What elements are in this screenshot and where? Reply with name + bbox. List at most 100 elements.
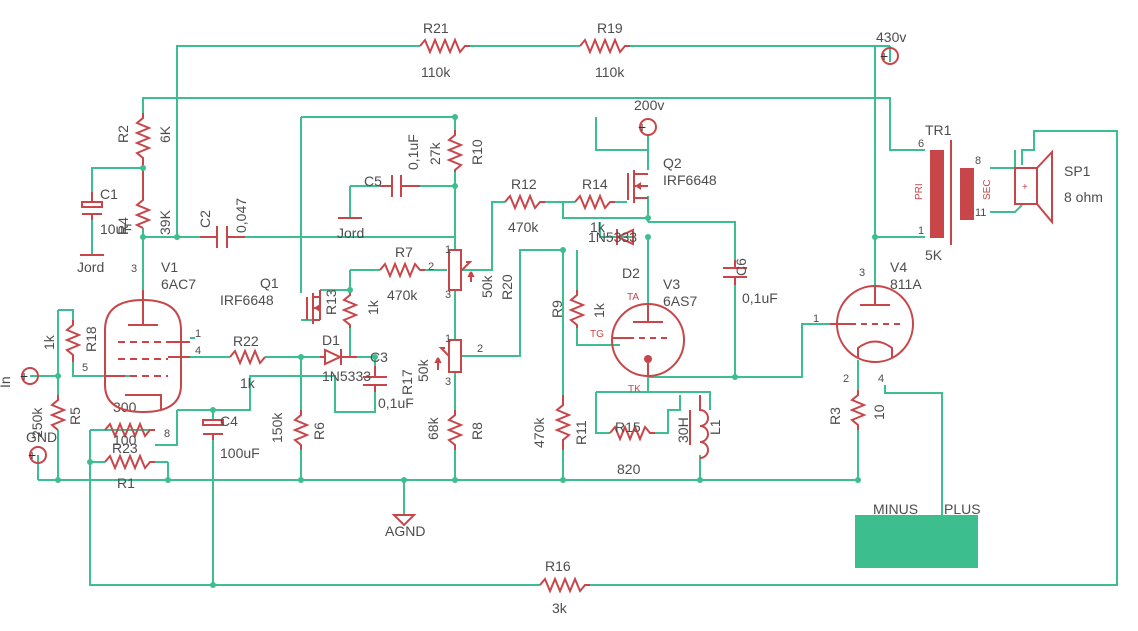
resistor-r11 [554, 395, 572, 450]
r14-name: R14 [582, 176, 608, 192]
resistor-r10 [446, 130, 464, 172]
r4-name: R4 [115, 217, 131, 235]
r8-value: 68k [425, 416, 441, 440]
c4-value: 100uF [220, 445, 260, 461]
resistor-r15 [609, 424, 655, 442]
potentiometers: 1 2 3 50k R20 1 2 3 R17 50k [399, 244, 515, 395]
v1-value: 6AC7 [161, 276, 196, 292]
v3-value: 6AS7 [663, 293, 697, 309]
r20-name: R20 [499, 274, 515, 300]
r5-value: 250k [29, 407, 45, 438]
r3-value: 10 [871, 404, 887, 420]
r17-pin2: 2 [477, 343, 483, 355]
supplies: + 430v + 200v [634, 29, 906, 136]
r11-value: 470k [531, 417, 547, 448]
r17-pin3: 3 [445, 376, 451, 388]
resistor-r23 [104, 421, 155, 439]
tr1-pin8: 8 [975, 155, 981, 167]
v1-name: V1 [161, 259, 178, 275]
q1-name: Q1 [260, 275, 279, 291]
tr1-pin1: 1 [918, 225, 924, 237]
capacitor-c2: C2 0,047 [197, 198, 249, 248]
r18-name: R18 [83, 326, 99, 352]
r13-value: 1k [365, 299, 381, 315]
inductor-l1: 30H L1 [675, 395, 723, 459]
capacitor-c1: C1 10uF [81, 186, 132, 237]
capacitor-c4: C4 100uF [202, 413, 260, 461]
junctions [55, 114, 878, 588]
tube-v1: 3 1 4 5 8 V1 6AC7 [82, 259, 201, 440]
d1-value: 1N5333 [322, 368, 371, 384]
in-plus: + [20, 368, 28, 384]
r7-name: R7 [395, 244, 413, 260]
r9-name: R9 [549, 300, 565, 318]
v1-pin5: 5 [82, 362, 88, 374]
r13-name: R13 [323, 289, 339, 315]
tr1-sec-label: SEC [982, 179, 993, 200]
resistor-r8 [446, 410, 464, 450]
c2-name: C2 [197, 210, 213, 228]
sp1-value: 8 ohm [1064, 189, 1103, 205]
transformer-tr1: PRI SEC 6 1 8 11 TR1 5K [914, 122, 993, 263]
resistor-r1 [104, 453, 155, 471]
r17-value: 50k [415, 358, 431, 382]
v4-pin4: 4 [878, 373, 884, 385]
tube-v4: 3 1 2 4 V4 811A [813, 259, 922, 385]
supply-200-plus: + [638, 119, 646, 135]
v3-pin-tg: TG [590, 329, 604, 340]
r14-value: 1k [590, 219, 606, 235]
v4-pin2: 2 [843, 373, 849, 385]
v3-pin-tk: TK [628, 384, 641, 395]
c5-value: 0,1uF [405, 134, 421, 170]
resistor-r18 [64, 320, 82, 362]
tr1-pri-label: PRI [914, 183, 925, 200]
ground-jord-1: Jord [77, 259, 104, 275]
r22-name: R22 [233, 333, 259, 349]
pot-r17: 1 2 3 R17 50k [399, 333, 483, 395]
wires [30, 45, 1118, 586]
r7-value: 470k [387, 287, 418, 303]
r16-value: 3k [552, 600, 568, 616]
connector-gnd: GND [26, 429, 57, 445]
r15-value: 820 [617, 461, 641, 477]
speaker-sp1: + SP1 8 ohm [1014, 149, 1103, 225]
tube-v3: TA TG TK V3 6AS7 [590, 276, 697, 395]
v1-pin3: 3 [131, 263, 137, 275]
sp1-plus: + [1022, 182, 1028, 193]
l1-value: 30H [675, 417, 691, 443]
r2-value: 6K [157, 125, 173, 143]
c6-name: C6 [733, 258, 749, 276]
r1-name: R1 [117, 475, 135, 491]
r12-name: R12 [511, 176, 537, 192]
r12-value: 470k [508, 219, 539, 235]
l1-name: L1 [707, 419, 723, 435]
diode-d1: D1 1N5333 [320, 332, 371, 384]
tr1-pin11: 11 [975, 207, 986, 219]
mosfet-q2: Q2 IRF6648 [627, 155, 717, 203]
resistor-r2 [134, 113, 152, 168]
capacitor-c3: C3 0,1uF [363, 349, 414, 411]
capacitors: C1 10uF C2 0,047 C5 0,1uF C3 [81, 134, 778, 461]
resistor-r12 [504, 193, 545, 211]
resistor-r13 [341, 290, 359, 328]
v1-pin8: 8 [164, 428, 170, 440]
r21-name: R21 [423, 20, 449, 36]
resistor-r16 [539, 576, 590, 594]
v4-pin3: 3 [859, 267, 865, 279]
r10-name: R10 [469, 139, 485, 165]
v3-name: V3 [663, 276, 680, 292]
resistor-r3 [849, 390, 867, 430]
c1-value: 10uF [100, 221, 132, 237]
c1-name: C1 [100, 186, 118, 202]
resistor-r7 [379, 261, 425, 279]
r6-value: 150k [269, 412, 285, 443]
r2-name: R2 [115, 125, 131, 143]
capacitor-c6: C6 0,1uF [723, 258, 778, 306]
mosfet-q1: Q1 IRF6648 [220, 275, 321, 324]
q2-value: IRF6648 [663, 172, 717, 188]
gnd-plus: + [28, 447, 36, 463]
r4-value: 39K [157, 209, 173, 235]
battery-block: MINUS PLUS [855, 501, 981, 568]
r17-name: R17 [399, 369, 415, 395]
r8-name: R8 [469, 422, 485, 440]
